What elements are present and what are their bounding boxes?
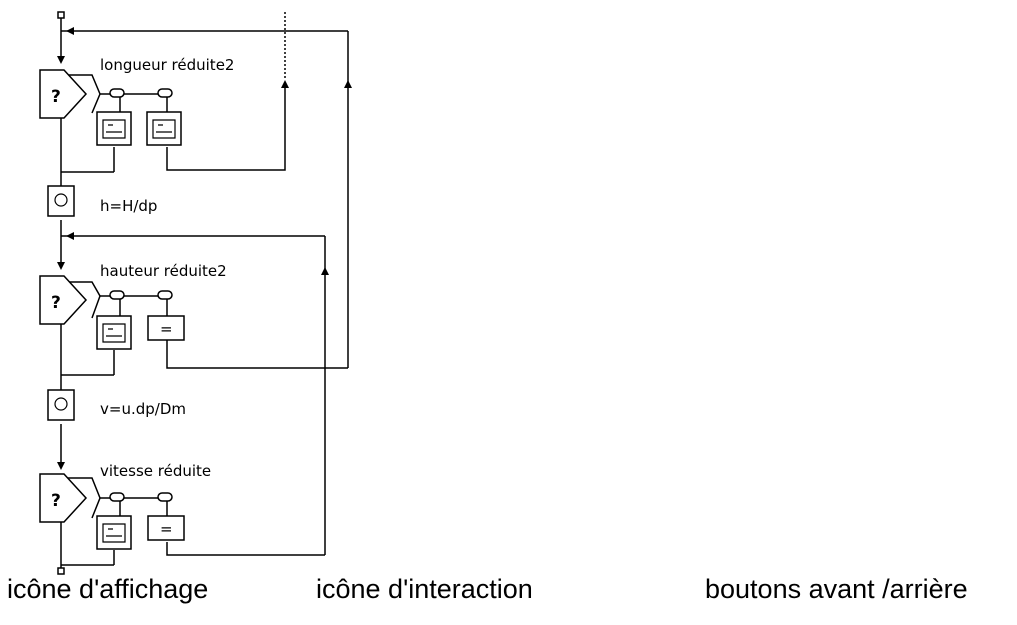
calculation-icon[interactable] [47,389,75,421]
equals-label: = [160,520,173,538]
response-marker[interactable] [157,290,173,300]
response-marker[interactable] [109,290,125,300]
caption-nav-buttons: boutons avant /arrière [705,574,968,604]
calc-label: h=H/dp [100,197,157,215]
equals-label: = [160,320,173,338]
calculation-icon[interactable] [47,185,75,217]
display-icon[interactable] [146,111,182,146]
decision-mark: ? [51,293,61,313]
display-icon[interactable] [96,515,132,550]
decision-mark: ? [51,87,61,107]
response-marker[interactable] [109,492,125,502]
flow-end-marker [57,567,65,575]
equals-button[interactable]: = [147,515,185,541]
decision-icon[interactable]: ? [39,275,88,325]
caption-interaction-icon: icône d'interaction [316,574,533,604]
decision-icon[interactable]: ? [39,69,88,119]
decision-label: longueur réduite2 [100,56,234,74]
response-marker[interactable] [157,88,173,98]
display-icon[interactable] [96,315,132,350]
decision-label: vitesse réduite [100,462,211,480]
flow-start-marker [57,11,65,19]
response-marker[interactable] [157,492,173,502]
decision-mark: ? [51,491,61,511]
caption-display-icon: icône d'affichage [7,574,209,604]
display-icon[interactable] [96,111,132,146]
equals-button[interactable]: = [147,315,185,341]
authorware-flowline: ? ? ? longueur réduite2 hauteur réduite2… [39,11,352,575]
calc-label: v=u.dp/Dm [100,400,186,418]
decision-icon[interactable]: ? [39,473,88,523]
decision-label: hauteur réduite2 [100,262,227,280]
response-marker[interactable] [109,88,125,98]
